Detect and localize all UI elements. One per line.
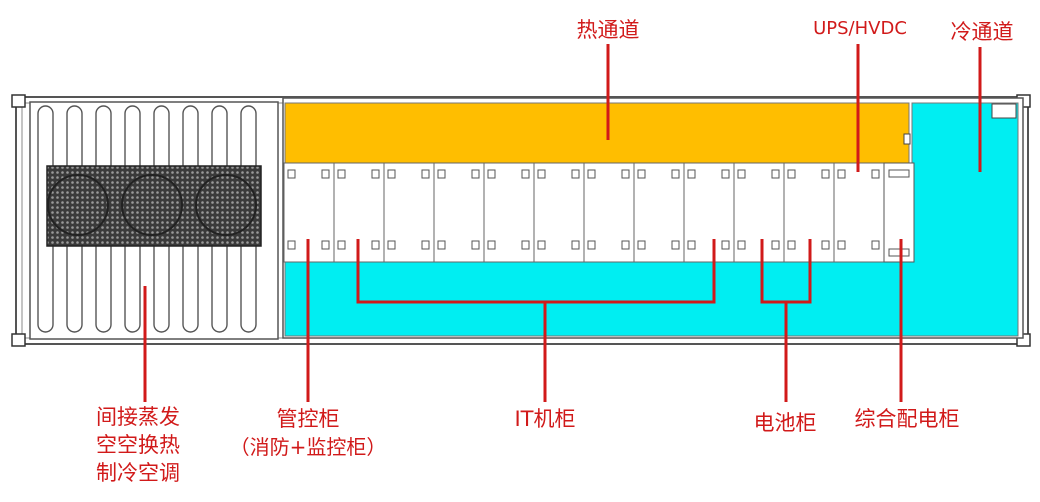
cabinet-vent — [487, 169, 496, 179]
cabinet-vent — [821, 240, 830, 250]
cabinet-vent — [837, 240, 846, 250]
cabinet-vent — [571, 169, 580, 179]
cabinet-vent — [771, 240, 780, 250]
cabinet-vent — [421, 240, 430, 250]
cabinet-vent — [437, 240, 446, 250]
cabinet-vent — [737, 240, 746, 250]
cabinet-vent — [437, 169, 446, 179]
leader-it-cabinet-bracket — [356, 239, 716, 304]
cabinet-row — [283, 162, 885, 263]
cabinet-vent — [871, 169, 880, 179]
label-it-cabinet: IT机柜 — [514, 407, 576, 431]
cabinet-vent — [287, 240, 296, 250]
cabinet-vent — [637, 169, 646, 179]
label-ups-hvdc: UPS/HVDC — [813, 18, 907, 39]
label-power-distribution-cabinet: 综合配电柜 — [854, 407, 960, 431]
cabinet-vent — [371, 240, 380, 250]
cabinet-vent — [537, 240, 546, 250]
container-outline — [15, 96, 1029, 345]
cabinet-vent — [671, 240, 680, 250]
cabinet-vent — [637, 240, 646, 250]
cabinet-vent — [821, 169, 830, 179]
door-latch — [991, 103, 1017, 119]
cabinet-vent — [687, 169, 696, 179]
cabinet-vent — [671, 169, 680, 179]
fan — [195, 174, 257, 236]
cabinet-vent — [337, 169, 346, 179]
cabinet-vent — [471, 169, 480, 179]
label-battery-cabinet: 电池柜 — [753, 411, 817, 435]
label-hot-aisle: 热通道 — [576, 18, 640, 42]
label-cooling-unit-line3: 制冷空调 — [96, 461, 180, 485]
cabinet-vent — [387, 240, 396, 250]
cabinet-vent — [471, 240, 480, 250]
cabinet-vent — [621, 169, 630, 179]
cabinet-vent — [771, 169, 780, 179]
cabinet-vent — [387, 169, 396, 179]
cabinet-vent — [321, 240, 330, 250]
power-distribution-breaker — [888, 248, 910, 257]
cabinet-vent — [371, 169, 380, 179]
label-management-cabinet: 管控柜 — [276, 407, 340, 431]
door-hinge — [903, 133, 911, 145]
fan-mesh-panel — [46, 165, 262, 247]
cabinet-vent — [287, 169, 296, 179]
cabinet-vent — [521, 240, 530, 250]
annotation-leaders — [143, 44, 982, 402]
label-cooling-unit-line1: 间接蒸发 — [96, 405, 180, 429]
power-distribution-cabinet — [883, 162, 915, 263]
corner-casting — [11, 94, 26, 108]
cabinet-vent — [587, 169, 596, 179]
cabinet-vent — [571, 240, 580, 250]
cabinet-vent — [521, 169, 530, 179]
cabinet-vent — [721, 169, 730, 179]
cabinet-vent — [587, 240, 596, 250]
cabinet-vent — [687, 240, 696, 250]
hot-aisle — [284, 102, 910, 164]
fan — [121, 174, 183, 236]
cabinet-vent — [421, 169, 430, 179]
cabinet-vent — [621, 240, 630, 250]
cabinet-vent — [337, 240, 346, 250]
cabinet-vent — [787, 169, 796, 179]
label-cooling-unit-line2: 空空换热 — [96, 433, 180, 457]
cabinet-vent — [321, 169, 330, 179]
cabinet-vent — [737, 169, 746, 179]
label-cold-aisle: 冷通道 — [950, 20, 1014, 44]
cabinet-vent — [787, 240, 796, 250]
cabinet-vent — [537, 169, 546, 179]
cabinet-vent — [871, 240, 880, 250]
cabinet-vent — [487, 240, 496, 250]
label-management-cabinet-detail: （消防+监控柜） — [229, 435, 387, 459]
corner-casting — [11, 333, 26, 347]
power-distribution-breaker — [888, 169, 910, 178]
cabinet-vent — [721, 240, 730, 250]
fan — [47, 174, 109, 236]
cabinet-vent — [837, 169, 846, 179]
